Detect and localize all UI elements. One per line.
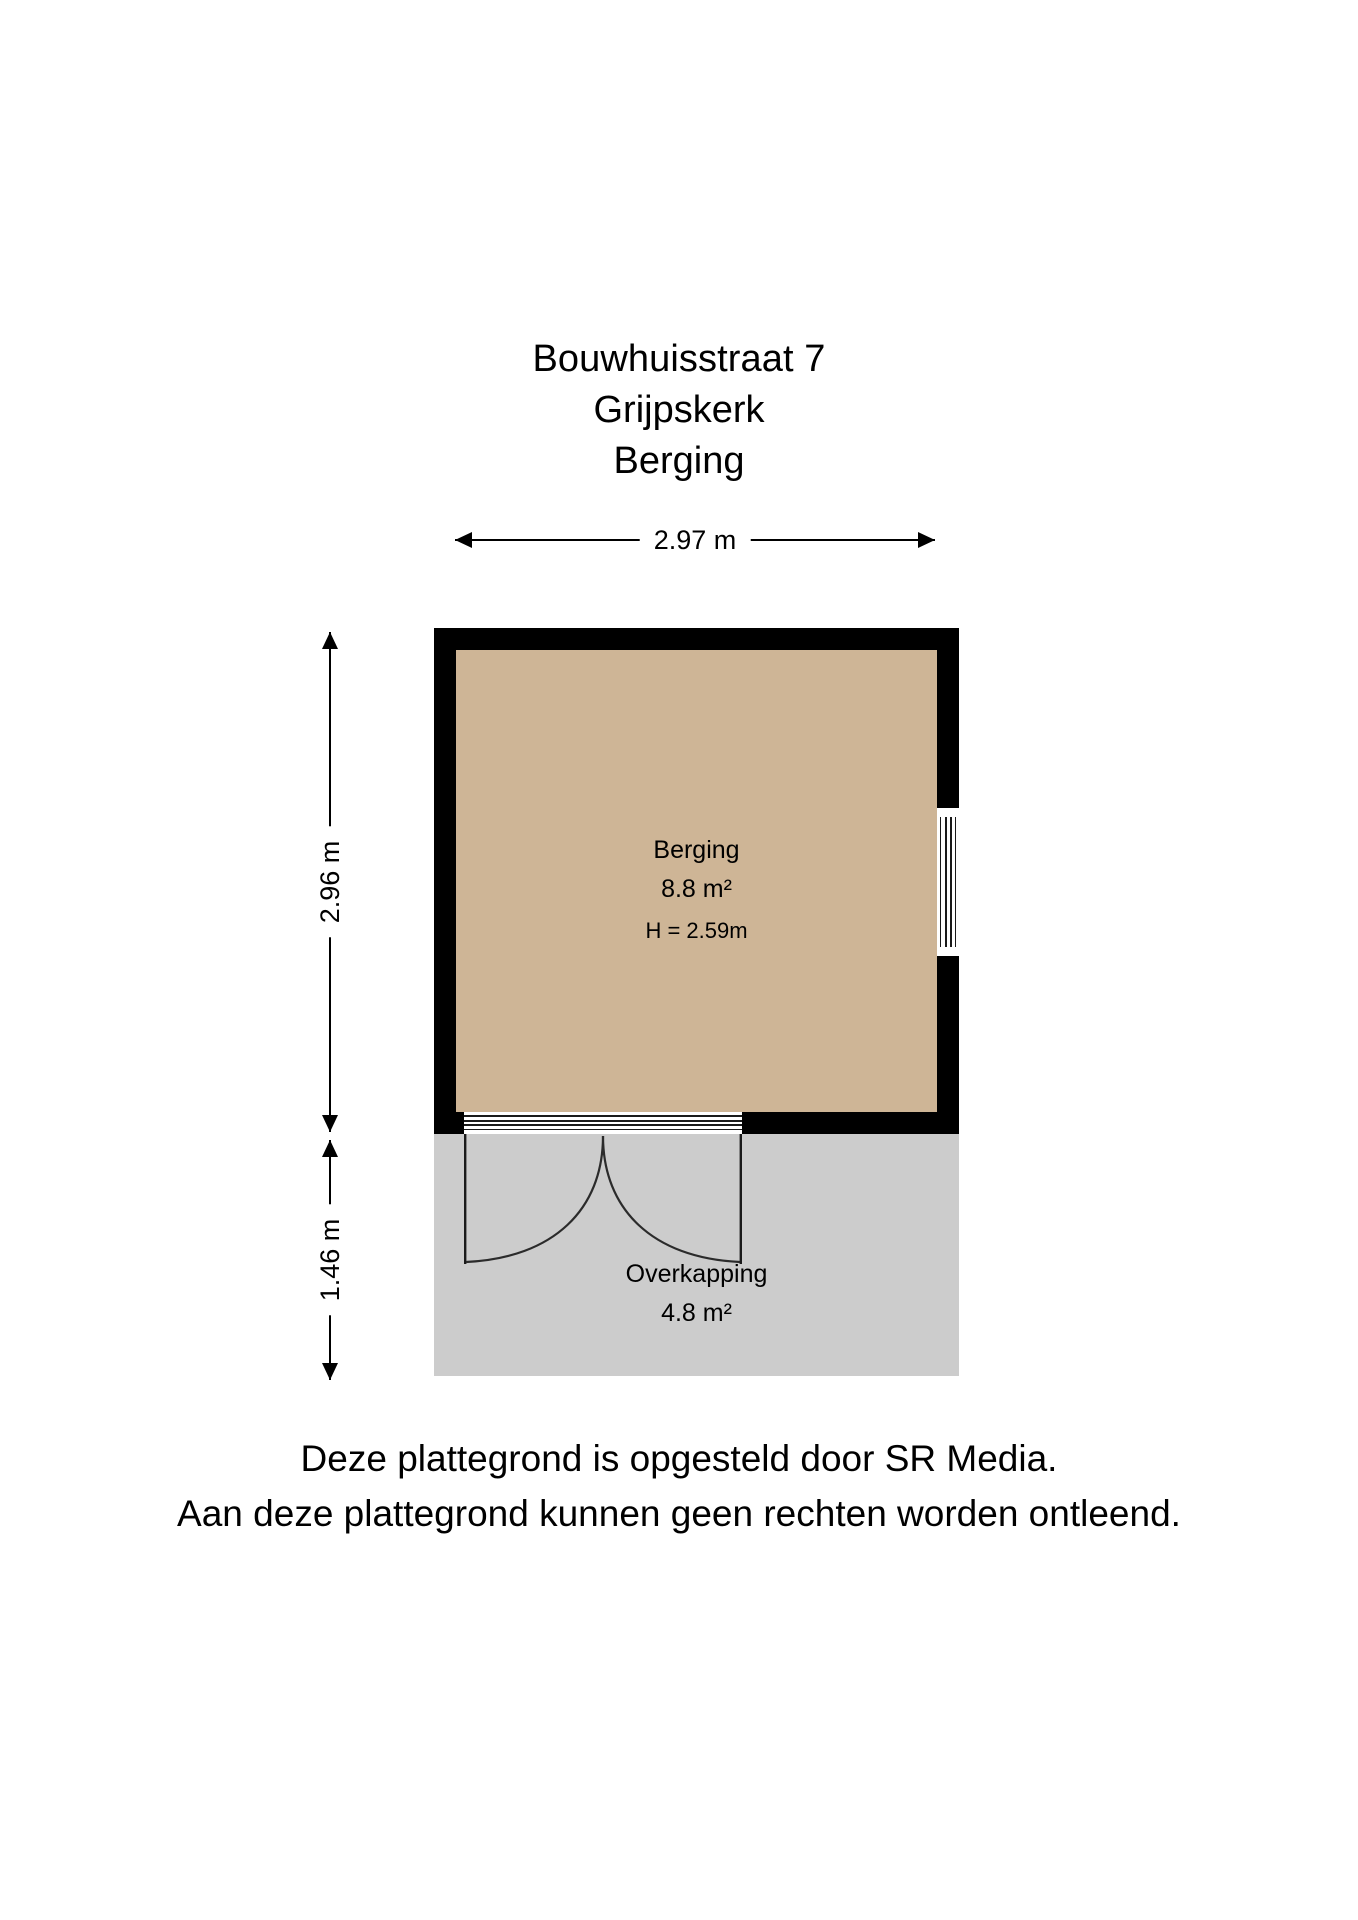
door-swing-svg <box>464 1134 742 1264</box>
dimension-berging-depth-label: 2.96 m <box>309 826 351 938</box>
dimension-width-label: 2.97 m <box>639 520 751 560</box>
plan-address: Bouwhuisstraat 7 <box>532 338 826 380</box>
door-arc-left <box>465 1135 605 1264</box>
window-pane <box>940 817 956 947</box>
disclaimer-line-1: Deze plattegrond is opgesteld door SR Me… <box>300 1438 1058 1479</box>
door-track-line <box>464 1115 742 1117</box>
disclaimer-line-2: Aan deze plattegrond kunnen geen rechten… <box>177 1493 1181 1534</box>
room-area: 4.8 m² <box>661 1299 732 1327</box>
building-outline <box>434 628 959 1134</box>
arrow-up-icon <box>322 632 338 649</box>
room-label-berging: Berging 8.8 m² H = 2.59m <box>434 838 959 942</box>
room-ceiling-height: H = 2.59m <box>645 918 748 943</box>
door-arc-right <box>601 1135 741 1264</box>
plan-city: Grijpskerk <box>593 389 765 431</box>
dimension-width: 2.97 m <box>455 520 935 560</box>
arrow-up-icon <box>322 1140 338 1157</box>
door-track-line <box>464 1120 742 1122</box>
arrow-left-icon <box>455 532 472 548</box>
door-track-line <box>464 1124 742 1126</box>
title-block: Bouwhuisstraat 7 Grijpskerk Berging <box>0 340 1358 480</box>
dimension-overkapping-depth: 1.46 m <box>308 1140 352 1380</box>
window-mullion <box>950 817 952 947</box>
dimension-berging-depth: 2.96 m <box>308 632 352 1132</box>
disclaimer-footer: Deze plattegrond is opgesteld door SR Me… <box>0 1440 1358 1532</box>
arrow-down-icon <box>322 1363 338 1380</box>
room-name: Berging <box>653 836 740 864</box>
room-label-overkapping: Overkapping 4.8 m² <box>434 1262 959 1326</box>
door-icon <box>464 1112 742 1134</box>
window-icon <box>937 808 959 956</box>
arrow-right-icon <box>918 532 935 548</box>
arrow-down-icon <box>322 1115 338 1132</box>
room-area: 8.8 m² <box>661 875 732 903</box>
dimension-overkapping-depth-label: 1.46 m <box>309 1204 351 1316</box>
plan-floor-name: Berging <box>613 440 745 482</box>
room-name: Overkapping <box>625 1260 768 1288</box>
door-track-line <box>464 1128 742 1131</box>
berging-interior <box>456 650 937 1112</box>
door-swing-group <box>464 1134 742 1264</box>
window-mullion <box>945 817 947 947</box>
